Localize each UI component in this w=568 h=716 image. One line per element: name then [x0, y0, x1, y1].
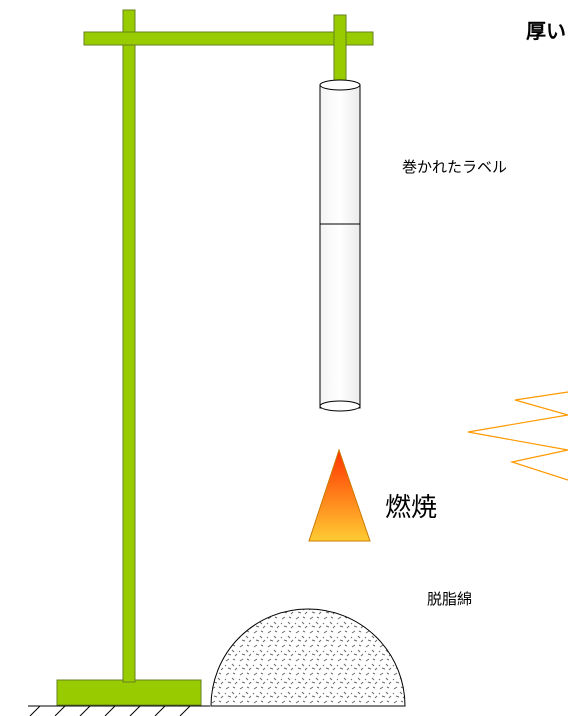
rolled-label-caption: 巻かれたラベル	[402, 158, 508, 176]
spark-zigzag-icon	[467, 391, 568, 481]
ground-hatch	[28, 705, 210, 716]
stand-base	[56, 679, 202, 706]
flame-icon	[308, 448, 371, 542]
rolled-label-tube	[319, 79, 361, 412]
retort-stand	[56, 9, 374, 706]
burn-caption: 燃焼	[385, 493, 438, 523]
clamp-rod	[333, 14, 347, 88]
stand-crossbar	[83, 31, 374, 46]
title-text: 厚い	[526, 19, 566, 43]
cotton-wool-dome	[210, 608, 406, 707]
cotton-caption: 脱脂綿	[427, 590, 473, 608]
tube-bottom-opening	[319, 400, 361, 412]
stand-pole	[122, 9, 136, 683]
